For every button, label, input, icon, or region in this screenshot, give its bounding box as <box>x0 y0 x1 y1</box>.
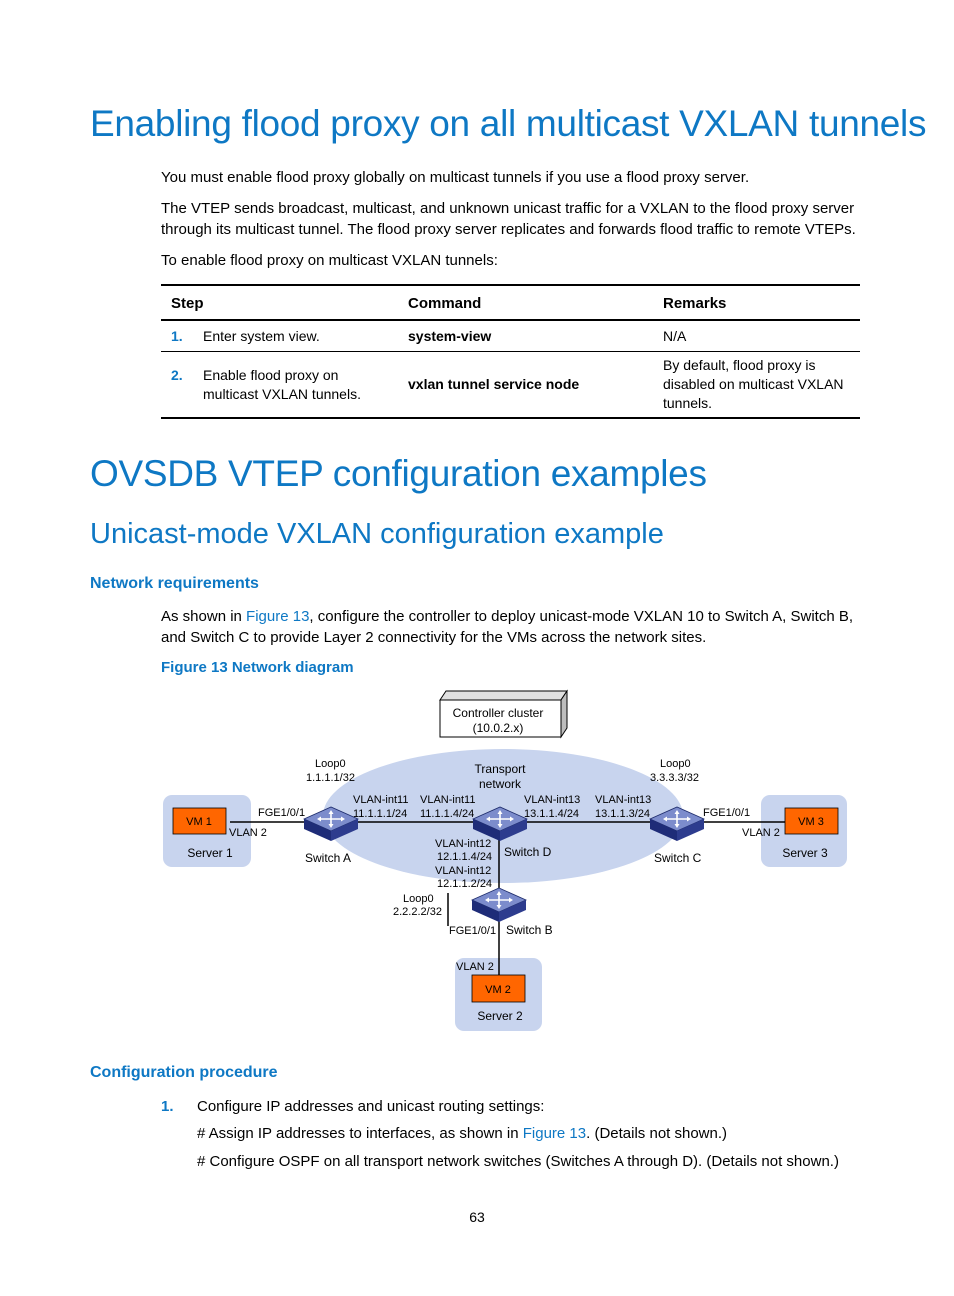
loop-ip-a: 1.1.1.1/32 <box>306 772 355 784</box>
text: As shown in <box>161 608 247 625</box>
vlan-int-label: VLAN-int12 <box>435 838 491 850</box>
switch-d-label: Switch D <box>504 845 552 859</box>
controller-address: (10.0.2.x) <box>473 721 524 735</box>
vlan-int-label: VLAN-int12 <box>435 865 491 877</box>
server3-label: Server 3 <box>782 846 828 860</box>
step-description: Enable flood proxy on multicast VXLAN tu… <box>203 366 361 402</box>
ip-label: 11.1.1.4/24 <box>420 808 474 820</box>
ip-label: 11.1.1.1/24 <box>353 808 407 820</box>
switch-b-label: Switch B <box>506 923 553 937</box>
vm3-label: VM 3 <box>798 816 824 828</box>
figure-link[interactable]: Figure 13 <box>522 1125 587 1142</box>
vm1-box <box>172 807 227 835</box>
vlan-label-b: VLAN 2 <box>456 961 494 973</box>
table-row: 1. Enter system view. system-view N/A <box>161 320 860 352</box>
heading-network-requirements: Network requirements <box>90 575 259 592</box>
controller-label: Controller cluster <box>453 706 544 720</box>
heading-configuration-procedure: Configuration procedure <box>90 1064 278 1081</box>
fge-label-b: FGE1/0/1 <box>449 925 496 937</box>
server1-label: Server 1 <box>187 846 233 860</box>
procedure-line: # Assign IP addresses to interfaces, as … <box>197 1123 727 1144</box>
vlan-int-label: VLAN-int11 <box>353 794 408 806</box>
text: . (Details not shown.) <box>586 1125 728 1142</box>
section-title-ovsdb: OVSDB VTEP configuration examples <box>90 453 707 494</box>
loop0-label-a: Loop0 <box>315 758 346 770</box>
subsection-title: Unicast-mode VXLAN configuration example <box>90 518 664 550</box>
paragraph: As shown in Figure 13, configure the con… <box>161 606 871 648</box>
section-title-flood-proxy: Enabling flood proxy on all multicast VX… <box>90 103 927 144</box>
network-diagram: Controller cluster (10.0.2.x) VM 1 VM 3 … <box>163 689 847 1031</box>
procedure-line: # Configure OSPF on all transport networ… <box>197 1153 839 1170</box>
table-row: 2. Enable flood proxy on multicast VXLAN … <box>161 351 860 419</box>
command-cell: system-view <box>398 320 653 352</box>
controller-cluster: Controller cluster (10.0.2.x) <box>439 689 568 739</box>
paragraph: To enable flood proxy on multicast VXLAN… <box>161 252 498 269</box>
loop0-label-c: Loop0 <box>660 758 691 770</box>
page-number: 63 <box>469 1209 485 1225</box>
ip-label: 12.1.1.4/24 <box>437 851 492 863</box>
table-header-command: Command <box>398 284 653 321</box>
step-text: Configure IP addresses and unicast routi… <box>197 1098 545 1115</box>
fge-label-c: FGE1/0/1 <box>703 807 750 819</box>
vlan-label-a: VLAN 2 <box>229 827 267 839</box>
server2-label: Server 2 <box>477 1009 523 1023</box>
paragraph: You must enable flood proxy globally on … <box>161 169 750 186</box>
transport-label: network <box>479 777 522 791</box>
vm2-label: VM 2 <box>485 984 511 996</box>
table-header-step: Step <box>161 284 398 321</box>
table-header-remarks: Remarks <box>653 284 860 321</box>
text: # Assign IP addresses to interfaces, as … <box>197 1125 523 1142</box>
loop-ip-c: 3.3.3.3/32 <box>650 772 699 784</box>
remarks-cell: N/A <box>653 320 860 352</box>
command-cell: vxlan tunnel service node <box>398 351 653 419</box>
ip-label: 13.1.1.3/24 <box>595 808 650 820</box>
figure-link[interactable]: Figure 13 <box>246 608 310 625</box>
vm1-label: VM 1 <box>186 816 212 828</box>
switch-b-icon <box>471 887 527 923</box>
switch-c-label: Switch C <box>654 851 702 865</box>
paragraph: The VTEP sends broadcast, multicast, and… <box>161 200 856 238</box>
loop0-label-b: Loop0 <box>403 893 434 905</box>
vm3-box <box>784 807 839 835</box>
vlan-int-label: VLAN-int13 <box>595 794 651 806</box>
config-steps-table: Step Command Remarks 1. Enter system view… <box>161 284 860 419</box>
figure-caption: Figure 13 Network diagram <box>161 659 354 676</box>
vm2-box <box>471 974 526 1003</box>
step-number: 2. <box>171 366 183 383</box>
loop-ip-b: 2.2.2.2/32 <box>393 906 442 918</box>
step-description: Enter system view. <box>203 327 320 344</box>
vlan-int-label: VLAN-int13 <box>524 794 580 806</box>
remarks-cell: By default, flood proxy is disabled on m… <box>653 351 860 419</box>
vlan-label-c: VLAN 2 <box>742 827 780 839</box>
ip-label: 12.1.1.2/24 <box>437 878 492 890</box>
text: , configure the controller to deploy uni… <box>161 608 854 646</box>
procedure-step: 1. Configure IP addresses and unicast rou… <box>161 1096 871 1117</box>
step-number: 1. <box>161 1098 174 1115</box>
fge-label-a: FGE1/0/1 <box>258 807 305 819</box>
transport-label: Transport <box>475 762 527 776</box>
switch-a-label: Switch A <box>305 851 351 865</box>
ip-label: 13.1.1.4/24 <box>524 808 579 820</box>
step-number: 1. <box>171 327 183 344</box>
vlan-int-label: VLAN-int11 <box>420 794 475 806</box>
